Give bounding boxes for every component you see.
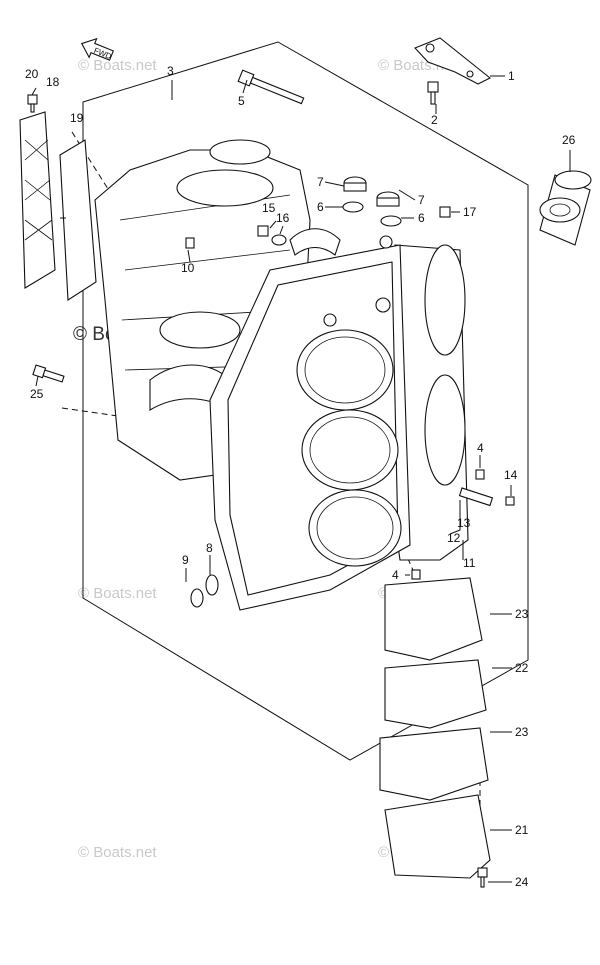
callout-18: 18 bbox=[46, 75, 60, 89]
gasket-part bbox=[59, 139, 97, 301]
watermark-text: © Boats.net bbox=[78, 585, 157, 602]
oil-filter-part bbox=[539, 170, 592, 246]
callout-20: 20 bbox=[25, 67, 39, 81]
dowel-part bbox=[185, 237, 195, 249]
watermark-text: © Boats.net bbox=[78, 844, 157, 861]
bolt-part bbox=[32, 364, 65, 383]
bolt-part bbox=[27, 94, 38, 113]
callout-2: 2 bbox=[431, 113, 438, 127]
callout-4: 4 bbox=[392, 568, 399, 582]
seal-part bbox=[342, 201, 402, 227]
callout-23: 23 bbox=[515, 725, 529, 739]
callout-5: 5 bbox=[238, 94, 245, 108]
gasket-part bbox=[379, 727, 489, 801]
callout-11: 11 bbox=[463, 556, 476, 570]
gasket-part bbox=[384, 577, 483, 661]
seal-part bbox=[271, 234, 287, 246]
callout-6: 6 bbox=[418, 211, 425, 225]
callout-7: 7 bbox=[317, 175, 324, 189]
callout-7: 7 bbox=[418, 193, 425, 207]
seal-ring-part bbox=[205, 574, 219, 596]
long-bolt-part bbox=[237, 69, 305, 105]
cover-plate-part bbox=[384, 794, 491, 879]
callout-4: 4 bbox=[477, 441, 484, 455]
callout-19: 19 bbox=[70, 111, 84, 125]
bracket-part bbox=[414, 37, 492, 85]
callout-14: 14 bbox=[504, 468, 518, 482]
bolt-part bbox=[477, 867, 488, 888]
fitting-part bbox=[439, 206, 451, 218]
callout-25: 25 bbox=[30, 387, 44, 401]
callout-17: 17 bbox=[463, 205, 477, 219]
watermark-text: © Boats.net bbox=[78, 57, 157, 74]
callout-22: 22 bbox=[515, 661, 529, 675]
plug-part bbox=[475, 469, 485, 480]
bolt-part bbox=[427, 81, 439, 105]
callout-labels: 1 2 3 4 4 5 6 6 7 7 8 9 10 11 12 13 14 1… bbox=[25, 64, 576, 889]
assembly-frame bbox=[82, 41, 529, 761]
plug-part bbox=[343, 176, 400, 207]
callout-8: 8 bbox=[206, 541, 213, 555]
dashed-leader bbox=[399, 539, 416, 576]
callout-16: 16 bbox=[276, 211, 290, 225]
callout-15: 15 bbox=[262, 201, 276, 215]
callout-6: 6 bbox=[317, 200, 324, 214]
callout-26: 26 bbox=[562, 133, 576, 147]
dashed-leader bbox=[61, 407, 119, 417]
callout-1: 1 bbox=[508, 69, 515, 83]
callout-10: 10 bbox=[181, 261, 195, 275]
callout-13: 13 bbox=[457, 516, 471, 530]
plug-part bbox=[411, 569, 421, 580]
leader-lines bbox=[31, 75, 571, 883]
cylinder-block bbox=[94, 139, 469, 611]
sensor-part bbox=[458, 487, 515, 507]
callout-3: 3 bbox=[167, 64, 174, 78]
cover-plate-part bbox=[19, 111, 56, 289]
callout-23: 23 bbox=[515, 607, 529, 621]
callout-21: 21 bbox=[515, 823, 529, 837]
pin-part bbox=[257, 225, 269, 237]
callout-9: 9 bbox=[182, 553, 189, 567]
cover-plate-part bbox=[384, 659, 487, 729]
callout-24: 24 bbox=[515, 875, 529, 889]
callout-12: 12 bbox=[447, 531, 461, 545]
seal-ring-part bbox=[190, 588, 204, 608]
